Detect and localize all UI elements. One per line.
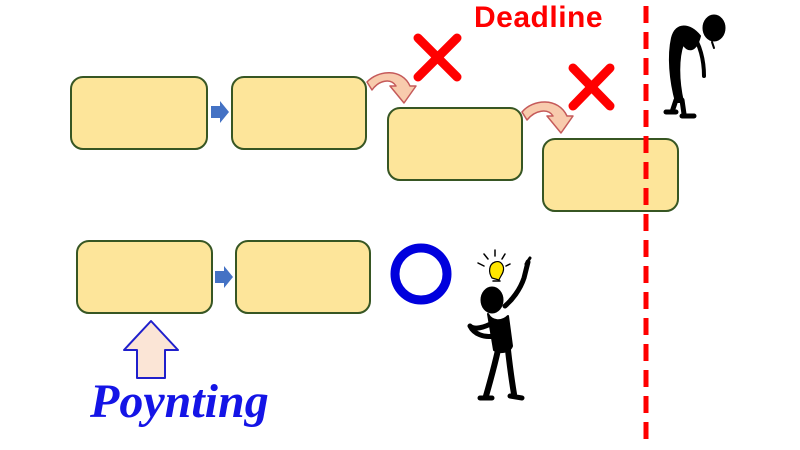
top-process-row xyxy=(70,33,679,212)
tired-person-icon xyxy=(663,14,726,119)
top-step-box-1 xyxy=(70,76,208,150)
idea-person-icon xyxy=(467,249,532,401)
detour-arrow-1 xyxy=(366,72,417,104)
top-step-box-3 xyxy=(387,107,523,181)
deadline-label: Deadline xyxy=(474,1,604,34)
top-step-box-4 xyxy=(542,138,679,212)
bottom-step-box-2 xyxy=(235,240,371,314)
detour-arrow-2 xyxy=(521,101,574,134)
bottom-step-arrow-1 xyxy=(215,266,233,288)
bottom-process-row xyxy=(76,240,452,314)
light-bulb-icon xyxy=(477,249,511,282)
top-step-box-2 xyxy=(231,76,367,150)
top-step-arrow-1 xyxy=(211,101,229,123)
up-arrow-icon xyxy=(123,320,179,379)
method-label: Poynting xyxy=(90,375,269,428)
bottom-step-box-1 xyxy=(76,240,213,314)
cross-mark-icon xyxy=(413,33,462,82)
circle-mark-icon xyxy=(390,243,452,305)
cross-mark-icon xyxy=(568,63,615,111)
